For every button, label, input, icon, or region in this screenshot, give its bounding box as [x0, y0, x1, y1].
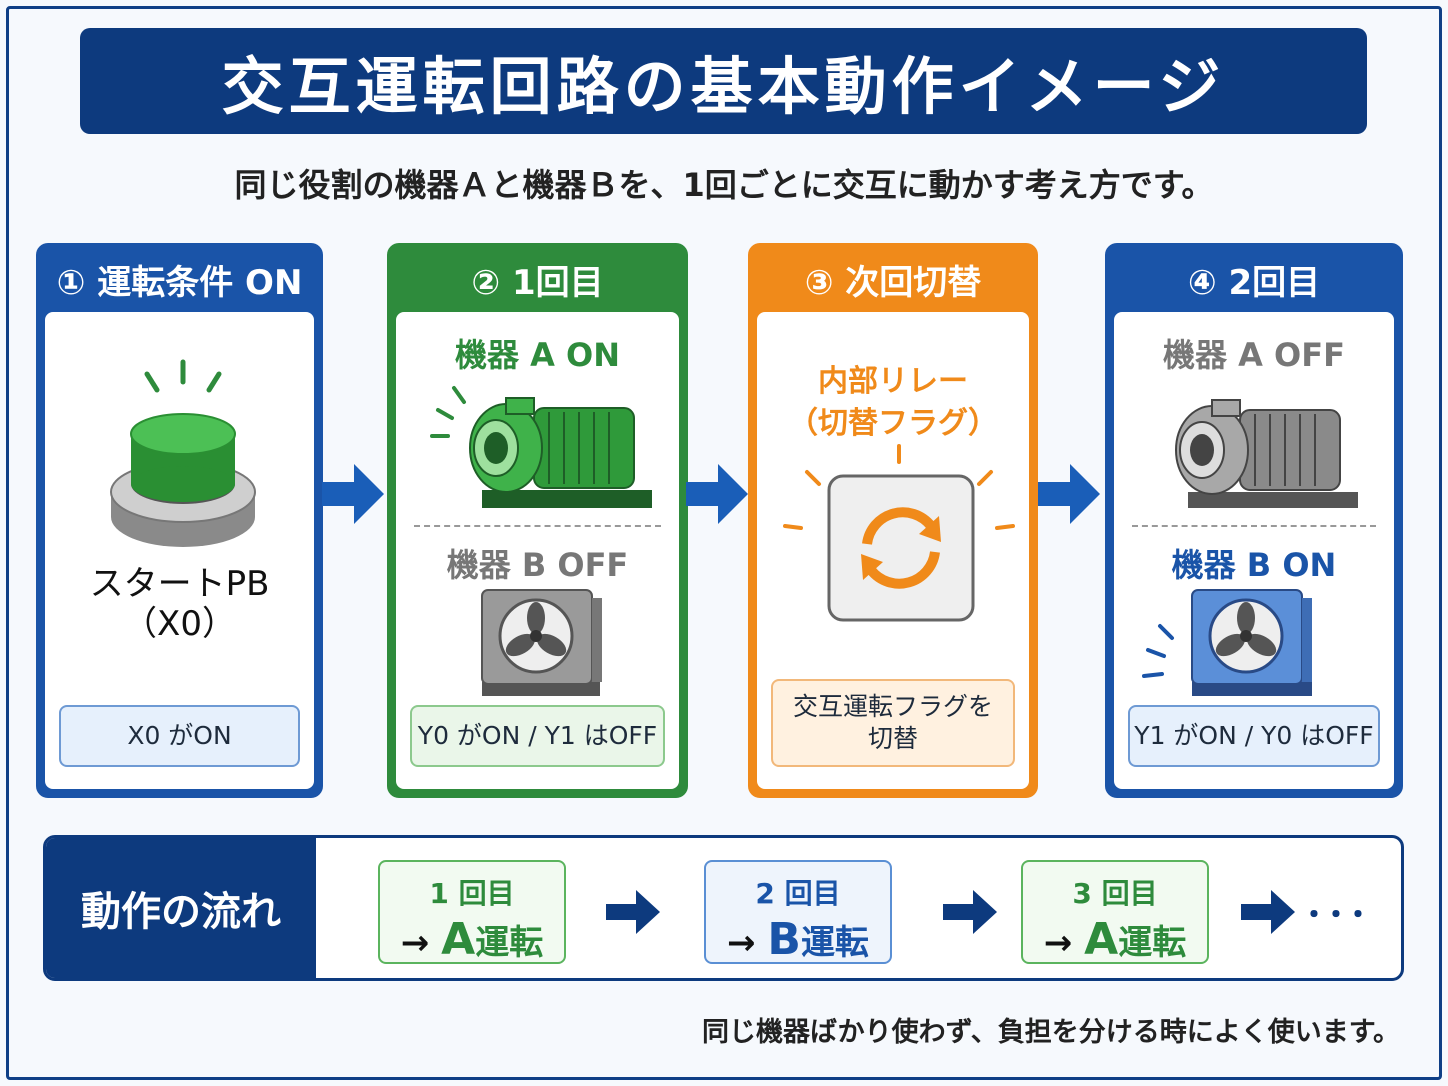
cycle-refresh-icon	[783, 444, 1015, 622]
flow-count: 1 回目	[429, 877, 515, 910]
title-banner: 交互運転回路の基本動作イメージ	[80, 28, 1367, 134]
step-3-panel: ③ 次回切替 内部リレー （切替フラグ） 交互運転フラグを 切替	[748, 243, 1038, 798]
flow-action: 運転	[1118, 923, 1187, 963]
page-title: 交互運転回路の基本動作イメージ	[221, 50, 1226, 123]
step-2-body: 機器 A ON 機器 B OFF	[396, 312, 679, 789]
right-arrow-icon	[686, 464, 748, 524]
flow-action: 運転	[800, 923, 869, 963]
step-2-status: Y0 がON / Y1 はOFF	[410, 705, 665, 767]
step-3-header: ③ 次回切替	[804, 262, 982, 303]
flow-item-1: 1 回目 → A運転	[378, 860, 566, 965]
right-arrow-icon	[322, 464, 384, 524]
relay-label: 内部リレー	[818, 364, 968, 399]
right-arrow-icon	[606, 890, 660, 934]
device-a-label: 機器 A ON	[454, 336, 621, 374]
flow-action: 運転	[475, 923, 544, 963]
pump-icon	[1175, 399, 1358, 508]
right-arrow-icon	[943, 890, 997, 934]
footer-note: 同じ機器ばかり使わず、負担を分ける時によく使います。	[702, 1017, 1400, 1048]
flow-unit: A	[1084, 914, 1119, 965]
device-a-label: 機器 A OFF	[1163, 336, 1345, 374]
flow-arrow-glyph: →	[1043, 923, 1073, 963]
flow-run: → A運転	[380, 914, 564, 965]
dashed-divider	[1132, 525, 1376, 527]
step-1-body: スタートPB （X0） X0 がON	[45, 312, 314, 789]
device-b-label: 機器 B OFF	[446, 546, 629, 584]
pump-icon	[430, 386, 652, 508]
flow-arrow-glyph: →	[727, 923, 756, 963]
subtitle: 同じ役割の機器Ａと機器Ｂを、1回ごとに交互に動かす考え方です。	[234, 166, 1214, 204]
step-1-header: ① 運転条件 ON	[56, 262, 303, 303]
flow-item-2: 2 回目 → B運転	[704, 860, 892, 965]
step-4-status: Y1 がON / Y0 はOFF	[1128, 705, 1380, 767]
fan-unit-icon	[481, 589, 602, 696]
flow-count: 3 回目	[1072, 877, 1158, 910]
device-label: スタートPB	[89, 564, 270, 604]
flow-item-3: 3 回目 → A運転	[1021, 860, 1209, 965]
step-4-body: 機器 A OFF 機器 B ON	[1114, 312, 1394, 789]
step-3-status: 交互運転フラグを 切替	[771, 679, 1015, 767]
fan-unit-icon	[1142, 589, 1312, 696]
outer-frame	[6, 6, 1442, 1080]
flow-title: 動作の流れ	[46, 838, 316, 978]
flow-arrow-glyph: →	[400, 923, 430, 963]
flow-unit: A	[441, 914, 476, 965]
device-b-label: 機器 B ON	[1171, 546, 1337, 584]
relay-sublabel: （切替フラグ）	[788, 406, 998, 441]
step-2-panel: ② 1回目 機器 A ON 機器 B OFF	[387, 243, 688, 798]
step-4-panel: ④ 2回目 機器 A OFF 機器 B ON	[1105, 243, 1403, 798]
flow-unit: B	[767, 914, 801, 965]
push-button-icon	[110, 359, 256, 547]
flow-run: → B運転	[706, 914, 890, 965]
flow-count: 2 回目	[755, 877, 841, 910]
step-3-body: 内部リレー （切替フラグ） 交互運転フラグを 切替	[757, 312, 1029, 789]
flow-ellipsis: ･･･	[1305, 895, 1371, 936]
step-1-status: X0 がON	[59, 705, 300, 767]
device-sublabel: （X0）	[123, 604, 236, 644]
right-arrow-icon	[1241, 890, 1295, 934]
right-arrow-icon	[1038, 464, 1100, 524]
flow-run: → A運転	[1023, 914, 1207, 965]
dashed-divider	[414, 525, 661, 527]
status-line-2: 切替	[867, 724, 918, 753]
step-2-header: ② 1回目	[471, 262, 604, 303]
flow-panel: 動作の流れ 1 回目 → A運転 2 回目 → B運転 3 回目 → A運転 ･…	[43, 835, 1404, 981]
step-4-header: ④ 2回目	[1187, 262, 1321, 303]
status-line-1: 交互運転フラグを	[792, 691, 993, 721]
step-1-panel: ① 運転条件 ON スタートPB （X0） X0 がON	[36, 243, 323, 798]
